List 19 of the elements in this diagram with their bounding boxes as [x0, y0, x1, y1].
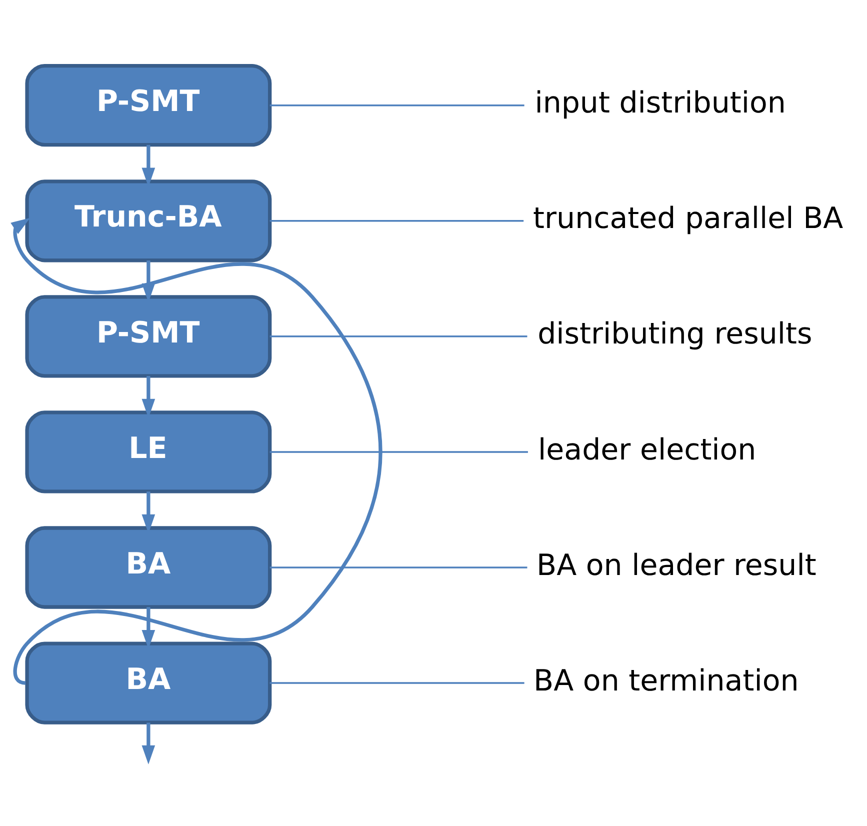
node-box: P-SMT: [25, 295, 272, 378]
arrow: [142, 722, 156, 764]
node-text: BA on termination: [534, 663, 799, 698]
connector: [270, 451, 528, 453]
node-box: BA: [25, 526, 272, 609]
node-box: BA: [25, 642, 272, 724]
node-text: leader election: [538, 432, 756, 466]
node-box: P-SMT: [25, 64, 272, 147]
connector: [270, 682, 524, 684]
node-box: Trunc-BA: [25, 180, 272, 262]
connector: [270, 336, 528, 338]
node-text: input distribution: [534, 86, 786, 120]
node-text: truncated parallel BA: [533, 201, 844, 236]
connector: [270, 104, 524, 106]
connector: [270, 220, 524, 222]
node-text: BA on leader result: [536, 548, 816, 582]
connector: [270, 566, 528, 568]
node-box: LE: [25, 410, 272, 494]
node-text: distributing results: [538, 316, 812, 351]
